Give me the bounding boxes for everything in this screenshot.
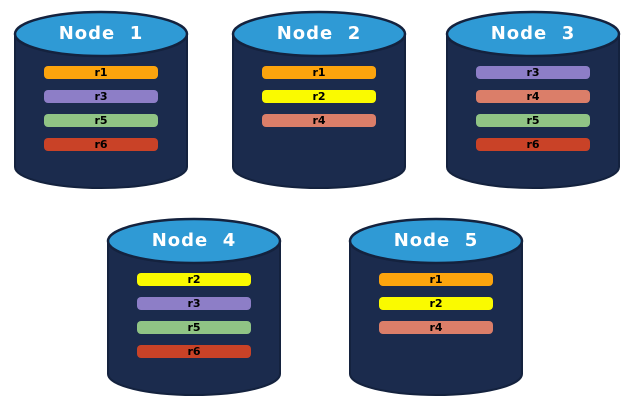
replica-bar-r4: r4 [476,90,590,103]
replica-bar-r5: r5 [44,114,158,127]
db-node-5: Node 5 r1 r2 r4 [347,215,525,399]
replica-bar-r2: r2 [262,90,376,103]
replica-list: r3 r4 r5 r6 [476,66,590,162]
replica-list: r1 r3 r5 r6 [44,66,158,162]
replica-bar-r3: r3 [137,297,251,310]
replica-bar-r2: r2 [379,297,493,310]
replica-bar-r6: r6 [476,138,590,151]
cylinder-top [348,217,524,265]
node-label: Node 1 [58,23,144,44]
replica-bar-r4: r4 [262,114,376,127]
replica-bar-r1: r1 [379,273,493,286]
replica-list: r1 r2 r4 [379,273,493,345]
db-node-4: Node 4 r2 r3 r5 r6 [105,215,283,399]
replica-bar-r3: r3 [44,90,158,103]
replica-bar-r6: r6 [44,138,158,151]
cylinder-top [445,10,621,58]
cylinder-top [106,217,282,265]
replica-bar-r2: r2 [137,273,251,286]
replica-bar-r1: r1 [262,66,376,79]
replica-list: r1 r2 r4 [262,66,376,138]
replica-list: r2 r3 r5 r6 [137,273,251,369]
replica-bar-r5: r5 [476,114,590,127]
replica-bar-r6: r6 [137,345,251,358]
node-label: Node 4 [151,230,237,251]
cylinder-top [13,10,189,58]
db-node-3: Node 3 r3 r4 r5 r6 [444,8,622,192]
db-node-1: Node 1 r1 r3 r5 r6 [12,8,190,192]
cylinder-top [231,10,407,58]
node-label: Node 3 [490,23,576,44]
replica-bar-r4: r4 [379,321,493,334]
node-label: Node 2 [276,23,362,44]
db-node-2: Node 2 r1 r2 r4 [230,8,408,192]
node-label: Node 5 [393,230,479,251]
replica-bar-r5: r5 [137,321,251,334]
replica-bar-r1: r1 [44,66,158,79]
replica-bar-r3: r3 [476,66,590,79]
